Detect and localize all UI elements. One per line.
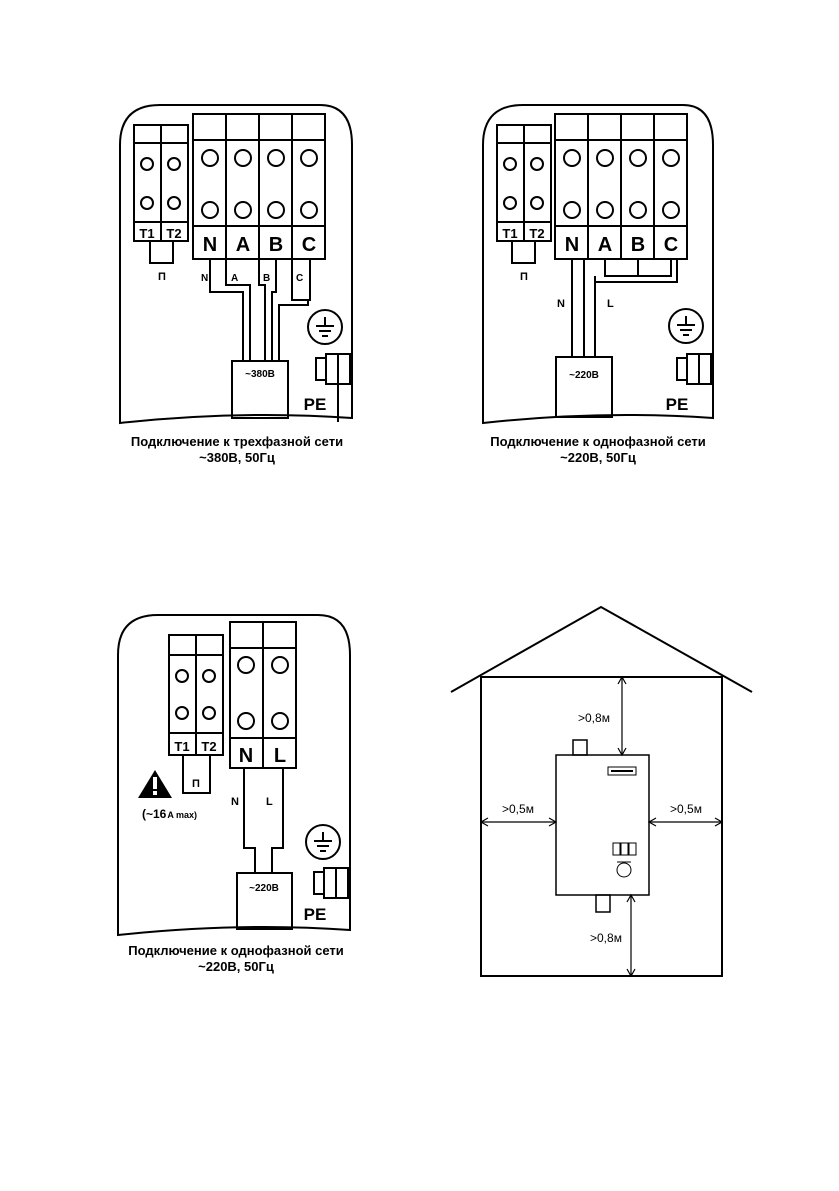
supply-wires bbox=[571, 259, 678, 357]
current-limit-label: (~16A max) bbox=[142, 807, 197, 821]
caption-line-2: ~220В, 50Гц bbox=[560, 450, 636, 465]
supply-cable-box bbox=[231, 360, 289, 419]
bridge-label: П bbox=[158, 271, 166, 283]
diagram-single-phase-4 bbox=[482, 104, 714, 425]
terminal-a-label: A bbox=[236, 234, 250, 256]
terminal-t2-label: T2 bbox=[529, 226, 544, 241]
cable-gland-icon bbox=[315, 353, 351, 422]
wire-n-label: N bbox=[557, 298, 565, 310]
diagram-single-phase-4-labels: T1 T2 П N A B C N L ~220В PE Подключение… bbox=[490, 226, 706, 465]
terminal-n-label: N bbox=[203, 234, 217, 256]
bridge-label: П bbox=[192, 778, 200, 790]
bottom-clearance-label: >0,8м bbox=[590, 931, 622, 945]
supply-voltage-label: ~220В bbox=[249, 883, 279, 894]
diagram-single-phase-2 bbox=[117, 614, 351, 937]
left-clearance-label: >0,5м bbox=[502, 802, 534, 816]
diagram-single-phase-2-labels: T1 T2 П N L N L (~16A max) ~220В PE Подк… bbox=[128, 739, 344, 974]
supply-voltage-label: ~220В bbox=[569, 370, 599, 381]
pe-label: PE bbox=[304, 905, 327, 924]
cable-gland-icon bbox=[313, 867, 349, 899]
terminal-t1-label: T1 bbox=[139, 226, 154, 241]
wire-l-label: L bbox=[266, 796, 273, 808]
diagram-three-phase-labels: T1 T2 П N A B C N A B C ~380В PE Подключ… bbox=[131, 226, 343, 465]
control-terminal-block bbox=[133, 124, 189, 264]
clearance-arrows bbox=[479, 675, 724, 978]
supply-cable-box bbox=[555, 356, 613, 418]
terminal-n-label: N bbox=[239, 745, 253, 767]
supply-cable-box bbox=[236, 872, 293, 930]
installation-labels: >0,8м >0,5м >0,5м >0,8м bbox=[502, 711, 702, 945]
caption-line-1: Подключение к однофазной сети bbox=[128, 943, 344, 958]
boiler-unit bbox=[555, 739, 650, 913]
boiler-housing-outline bbox=[117, 614, 351, 937]
pe-label: PE bbox=[304, 395, 327, 414]
terminal-n-label: N bbox=[565, 234, 579, 256]
terminal-b-label: B bbox=[269, 234, 283, 256]
jumper-bridge bbox=[149, 241, 174, 264]
house-walls bbox=[480, 676, 723, 977]
ground-icon bbox=[668, 308, 704, 344]
control-terminal-block bbox=[168, 634, 224, 794]
installation-diagram bbox=[450, 605, 753, 978]
supply-voltage-label: ~380В bbox=[245, 369, 275, 380]
terminal-l-label: L bbox=[274, 745, 286, 767]
wire-n-label: N bbox=[201, 273, 208, 284]
control-panel bbox=[612, 842, 637, 878]
boiler-housing-outline bbox=[119, 104, 353, 425]
caption-line-1: Подключение к трехфазной сети bbox=[131, 434, 343, 449]
supply-wires bbox=[243, 768, 284, 873]
wire-l-label: L bbox=[607, 298, 614, 310]
power-terminal-block bbox=[554, 113, 688, 260]
right-clearance-label: >0,5м bbox=[670, 802, 702, 816]
wire-a-label: A bbox=[231, 273, 238, 284]
caption-line-2: ~380В, 50Гц bbox=[199, 450, 275, 465]
terminal-c-label: C bbox=[302, 234, 316, 256]
current-limit-value: (~16 bbox=[142, 807, 167, 821]
terminal-a-label: A bbox=[598, 234, 612, 256]
diagram-three-phase bbox=[119, 104, 353, 425]
terminal-b-label: B bbox=[631, 234, 645, 256]
terminal-t2-label: T2 bbox=[201, 739, 216, 754]
current-limit-unit: A max) bbox=[167, 810, 197, 820]
ground-icon bbox=[307, 309, 343, 345]
warning-icon bbox=[138, 770, 172, 798]
pe-label: PE bbox=[666, 395, 689, 414]
terminal-c-label: C bbox=[664, 234, 678, 256]
jumper-bridge bbox=[511, 241, 536, 264]
wire-b-label: B bbox=[263, 273, 270, 284]
caption-line-2: ~220В, 50Гц bbox=[198, 959, 274, 974]
cable-gland-icon bbox=[676, 353, 712, 385]
wire-c-label: C bbox=[296, 273, 303, 284]
terminal-t1-label: T1 bbox=[174, 739, 189, 754]
terminal-t1-label: T1 bbox=[502, 226, 517, 241]
bridge-label: П bbox=[520, 271, 528, 283]
house-roof bbox=[450, 605, 753, 693]
top-clearance-label: >0,8м bbox=[578, 711, 610, 725]
wire-n-label: N bbox=[231, 796, 239, 808]
caption-line-1: Подключение к однофазной сети bbox=[490, 434, 706, 449]
control-terminal-block bbox=[496, 124, 552, 264]
power-terminal-block bbox=[192, 113, 326, 260]
power-terminal-block bbox=[229, 621, 297, 769]
brand-logo-plate bbox=[607, 766, 637, 776]
terminal-t2-label: T2 bbox=[166, 226, 181, 241]
ground-icon bbox=[305, 824, 341, 860]
supply-wires bbox=[209, 259, 311, 361]
jumper-bridge bbox=[182, 755, 211, 794]
